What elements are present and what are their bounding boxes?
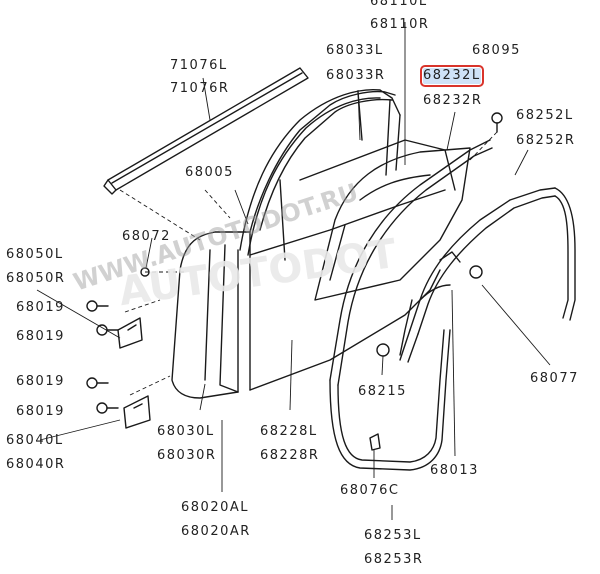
part-label-68253R[interactable]: 68253R <box>364 552 424 567</box>
part-label-68110R[interactable]: 68110R <box>370 17 430 32</box>
door-panel-part <box>171 90 456 399</box>
part-label-68050L[interactable]: 68050L <box>6 247 64 262</box>
part-label-68252R[interactable]: 68252R <box>516 133 576 148</box>
leader-line <box>357 89 361 141</box>
lower-seal-part <box>419 251 461 301</box>
belt-weatherstrip-part <box>103 67 309 195</box>
part-label-68228L[interactable]: 68228L <box>260 424 318 439</box>
part-label-68040R[interactable]: 68040R <box>6 457 66 472</box>
part-label-68030R[interactable]: 68030R <box>157 448 217 463</box>
window-glass-part <box>314 147 471 301</box>
part-label-68076C[interactable]: 68076C <box>340 483 400 498</box>
bolt-part <box>86 300 119 414</box>
part-label-68013[interactable]: 68013 <box>430 463 479 478</box>
part-label-68030L[interactable]: 68030L <box>157 424 215 439</box>
leader-line <box>446 111 456 151</box>
leader-line <box>124 299 161 313</box>
part-label-68019-1[interactable]: 68019 <box>16 300 65 315</box>
door-hinge-lower <box>123 395 151 429</box>
leader-line <box>204 189 231 219</box>
glass-run-channel-part <box>239 88 401 261</box>
part-label-68019-2[interactable]: 68019 <box>16 329 65 344</box>
part-label-68020AL[interactable]: 68020AL <box>181 500 249 515</box>
leader-line <box>514 149 529 176</box>
part-label-68095[interactable]: 68095 <box>472 43 521 58</box>
leader-line <box>202 77 211 121</box>
door-hinge-upper <box>117 317 143 349</box>
part-label-68077[interactable]: 68077 <box>530 371 579 386</box>
leader-line <box>36 289 121 339</box>
part-label-68033R[interactable]: 68033R <box>326 68 386 83</box>
part-label-68252L[interactable]: 68252L <box>516 108 574 123</box>
part-label-68253L[interactable]: 68253L <box>364 528 422 543</box>
opening-trim-part <box>399 187 576 363</box>
part-label-68040L[interactable]: 68040L <box>6 433 64 448</box>
part-label-68019-3[interactable]: 68019 <box>16 374 65 389</box>
leader-line <box>119 189 201 241</box>
leader-line <box>129 375 171 396</box>
part-label-71076R[interactable]: 71076R <box>170 81 230 96</box>
part-label-68020AR[interactable]: 68020AR <box>181 524 251 539</box>
part-label-68215[interactable]: 68215 <box>358 384 407 399</box>
part-label-68072[interactable]: 68072 <box>122 229 171 244</box>
door-weatherstrip-part <box>329 139 493 471</box>
part-label-68005[interactable]: 68005 <box>185 165 234 180</box>
leader-line <box>199 383 206 411</box>
part-label-68228R[interactable]: 68228R <box>260 448 320 463</box>
leader-line <box>381 355 384 376</box>
part-label-68232L[interactable]: 68232L <box>420 65 484 87</box>
part-label-68110L[interactable]: 68110L <box>370 0 428 9</box>
part-label-71076L[interactable]: 71076L <box>170 58 228 73</box>
stay-part <box>399 299 413 356</box>
leader-line <box>234 189 249 225</box>
leader-line <box>289 339 293 411</box>
part-label-68033L[interactable]: 68033L <box>326 43 384 58</box>
part-label-68232R[interactable]: 68232R <box>423 93 483 108</box>
leader-line <box>481 284 551 366</box>
leader-line <box>39 419 121 441</box>
part-label-68019-4[interactable]: 68019 <box>16 404 65 419</box>
part-label-68050R[interactable]: 68050R <box>6 271 66 286</box>
leader-line <box>451 289 456 457</box>
leader-line <box>145 237 153 269</box>
